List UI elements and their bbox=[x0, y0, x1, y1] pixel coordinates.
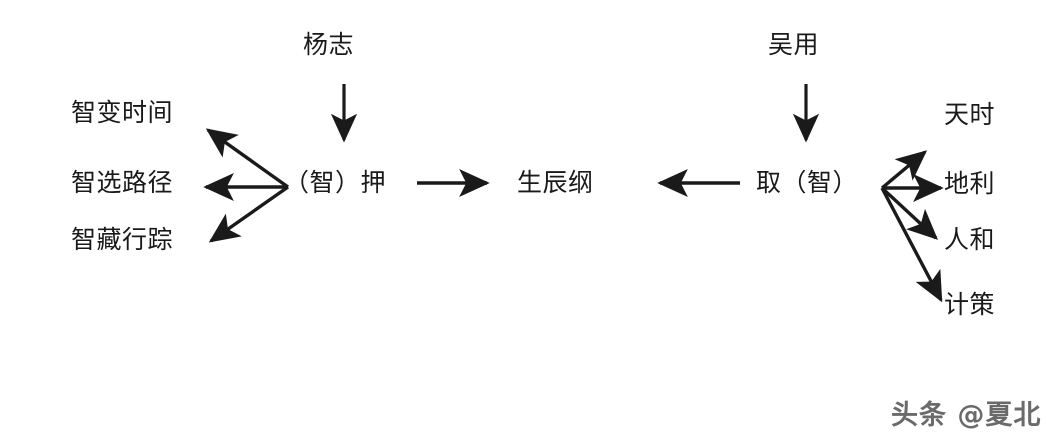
node-treasure: 生辰纲 bbox=[517, 168, 594, 197]
node-escort: （智）押 bbox=[284, 168, 387, 197]
node-left-branch-1: 智变时间 bbox=[71, 98, 174, 127]
arrow-seize-to-branch-3 bbox=[880, 186, 938, 240]
node-left-branch-2: 智选路径 bbox=[71, 168, 174, 197]
arrow-seize-to-branch-4 bbox=[880, 187, 943, 303]
node-right-branch-1: 天时 bbox=[944, 100, 996, 129]
node-seize: 取（智） bbox=[756, 168, 859, 197]
node-wuyong: 吴用 bbox=[768, 30, 820, 59]
arrow-escort-to-branch-3 bbox=[208, 185, 289, 243]
node-right-branch-2: 地利 bbox=[944, 169, 996, 198]
node-left-branch-3: 智藏行踪 bbox=[71, 225, 174, 254]
node-yangzhi: 杨志 bbox=[303, 30, 355, 59]
node-right-branch-3: 人和 bbox=[944, 225, 996, 254]
arrow-escort-to-branch-1 bbox=[205, 128, 289, 189]
watermark: 头条 @夏北 bbox=[891, 400, 1042, 431]
node-right-branch-4: 计策 bbox=[944, 290, 996, 319]
arrow-seize-to-branch-1 bbox=[880, 150, 928, 190]
